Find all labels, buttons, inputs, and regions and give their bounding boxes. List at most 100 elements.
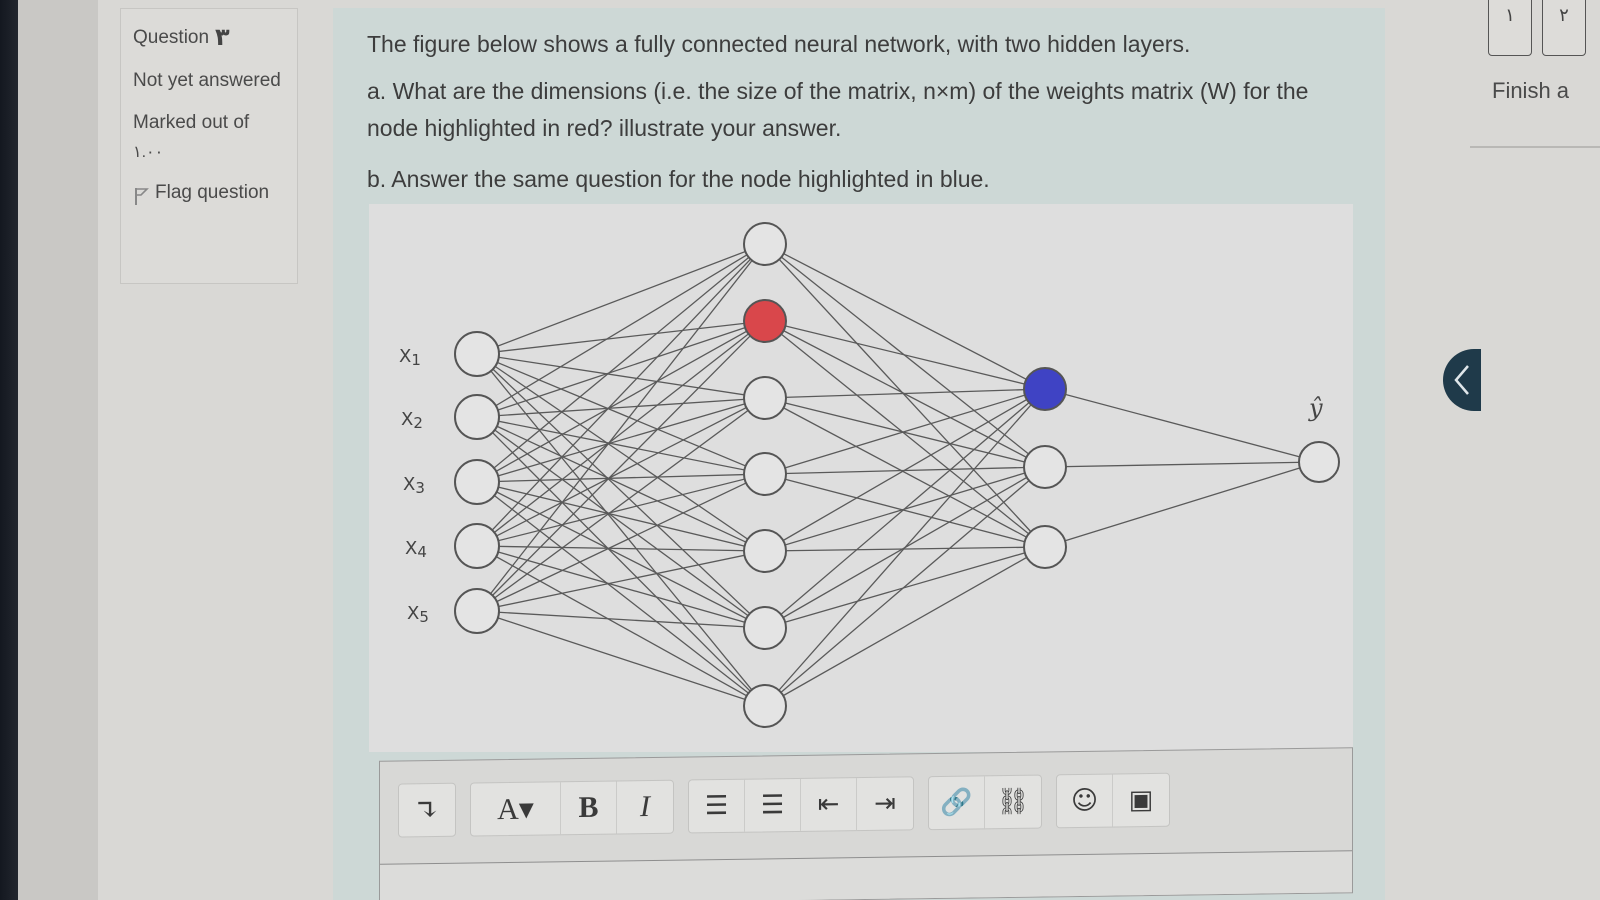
network-edge [764, 320, 1046, 548]
quiz-nav-button-2[interactable]: ٢ [1542, 0, 1586, 56]
network-edge [476, 550, 766, 612]
network-edge [476, 243, 766, 418]
image-button[interactable]: ▣ [1113, 774, 1169, 827]
network-edge [476, 320, 766, 612]
input-label-x2: X2 [401, 409, 423, 432]
blue-highlighted-node [1023, 367, 1067, 411]
question-label: Question [133, 26, 210, 48]
input-label-x1: X1 [399, 346, 421, 369]
network-edge [476, 243, 766, 355]
question-info-panel: Question ٣ Not yet answered Marked out o… [120, 8, 298, 284]
toolbar-group-links: 🔗⛓ [928, 774, 1042, 831]
network-edge [476, 481, 766, 629]
toolbar-group-lists: ☰ ☰ ⇤ ⇥ [688, 776, 914, 834]
network-edge [476, 353, 766, 707]
network-edge [764, 546, 1046, 629]
network-edge [1044, 461, 1320, 548]
hidden2-node-3 [1023, 525, 1067, 569]
network-edge [476, 353, 766, 399]
quiz-navigation: ١ ٢ [1488, 0, 1586, 56]
marked-out-of-label: Marked out of [133, 112, 250, 133]
bold-button[interactable]: B [561, 781, 617, 835]
input-label-x3: X3 [403, 474, 425, 497]
toolbar-group-expand: ↴ [398, 782, 456, 838]
network-edge [764, 243, 1046, 390]
network-edge [476, 243, 766, 483]
network-edge [476, 353, 766, 629]
image-icon: ▣ [1128, 784, 1154, 816]
chevron-left-icon [1454, 365, 1469, 395]
finish-attempt-link[interactable]: Finish a [1492, 78, 1570, 103]
unlink-icon: ⛓ [996, 786, 1030, 818]
network-edge [476, 473, 766, 547]
hidden1-node-6 [743, 606, 787, 650]
network-edge [476, 397, 766, 418]
screen-bezel [0, 0, 18, 900]
hidden1-node-3 [743, 376, 787, 420]
italic-button[interactable]: I [617, 781, 673, 834]
font-style-button[interactable]: A▾ [471, 782, 561, 836]
network-edge [476, 416, 766, 707]
output-label-y-hat: ŷ [1308, 394, 1323, 422]
unlink-button[interactable]: ⛓ [985, 776, 1041, 829]
question-part-a: a. What are the dimensions (i.e. the siz… [367, 78, 1309, 141]
network-edge [476, 353, 766, 552]
hidden1-node-4 [743, 452, 787, 496]
network-edge [476, 397, 766, 547]
numbered-list-icon: ☰ [760, 790, 785, 821]
network-edge [476, 481, 766, 552]
max-grade-value: ١.٠٠ [133, 144, 164, 161]
question-grade: Marked out of ١.٠٠ [133, 108, 285, 168]
network-edge [764, 388, 1046, 399]
arrow-down-icon: ↴ [414, 793, 440, 827]
flag-question-label: Flag question [155, 182, 270, 203]
question-intro: The figure below shows a fully connected… [367, 31, 1191, 57]
link-button[interactable]: 🔗 [929, 776, 985, 830]
link-icon: 🔗 [940, 787, 973, 818]
bold-icon: B [578, 790, 599, 825]
ordered-list-button[interactable]: ☰ [745, 778, 801, 832]
network-edge [1044, 461, 1320, 468]
network-edge [476, 473, 766, 483]
network-edge [476, 320, 766, 418]
outdent-button[interactable]: ⇤ [801, 778, 857, 831]
toolbar-group-insert: ☺▣ [1056, 772, 1170, 829]
network-edge [476, 610, 766, 629]
question-number: Question ٣ [133, 23, 285, 52]
network-edge [764, 243, 1046, 548]
network-edge [764, 388, 1046, 707]
page-margin [18, 0, 98, 900]
question-state: Not yet answered [133, 70, 281, 91]
flag-question-link[interactable]: Flag question [133, 178, 285, 208]
outdent-icon: ⇤ [817, 789, 840, 820]
network-edge [476, 473, 766, 612]
network-edge [476, 416, 766, 552]
network-edge [1044, 388, 1320, 463]
font-dropdown-icon: A▾ [497, 792, 534, 826]
quiz-nav-button-1[interactable]: ١ [1488, 0, 1532, 56]
unordered-list-button[interactable]: ☰ [689, 779, 745, 833]
bullet-list-icon: ☰ [704, 790, 729, 822]
network-edge [476, 416, 766, 629]
network-edge [476, 545, 766, 629]
indent-button[interactable]: ⇥ [857, 777, 913, 830]
nav-panel-divider [1470, 146, 1600, 148]
hidden1-node-7 [743, 684, 787, 728]
network-edge [476, 397, 766, 612]
input-node-1 [454, 331, 500, 377]
network-edge [476, 545, 766, 707]
network-edge [764, 397, 1046, 548]
input-node-3 [454, 459, 500, 505]
network-edge [764, 466, 1046, 707]
hidden1-node-5 [743, 529, 787, 573]
network-edge [764, 473, 1046, 548]
answer-text-area[interactable] [380, 850, 1352, 900]
output-node-1 [1298, 441, 1340, 483]
smiley-icon: ☺ [1070, 785, 1099, 817]
emoticon-button[interactable]: ☺ [1057, 774, 1113, 828]
toggle-toolbar-button[interactable]: ↴ [399, 784, 455, 837]
